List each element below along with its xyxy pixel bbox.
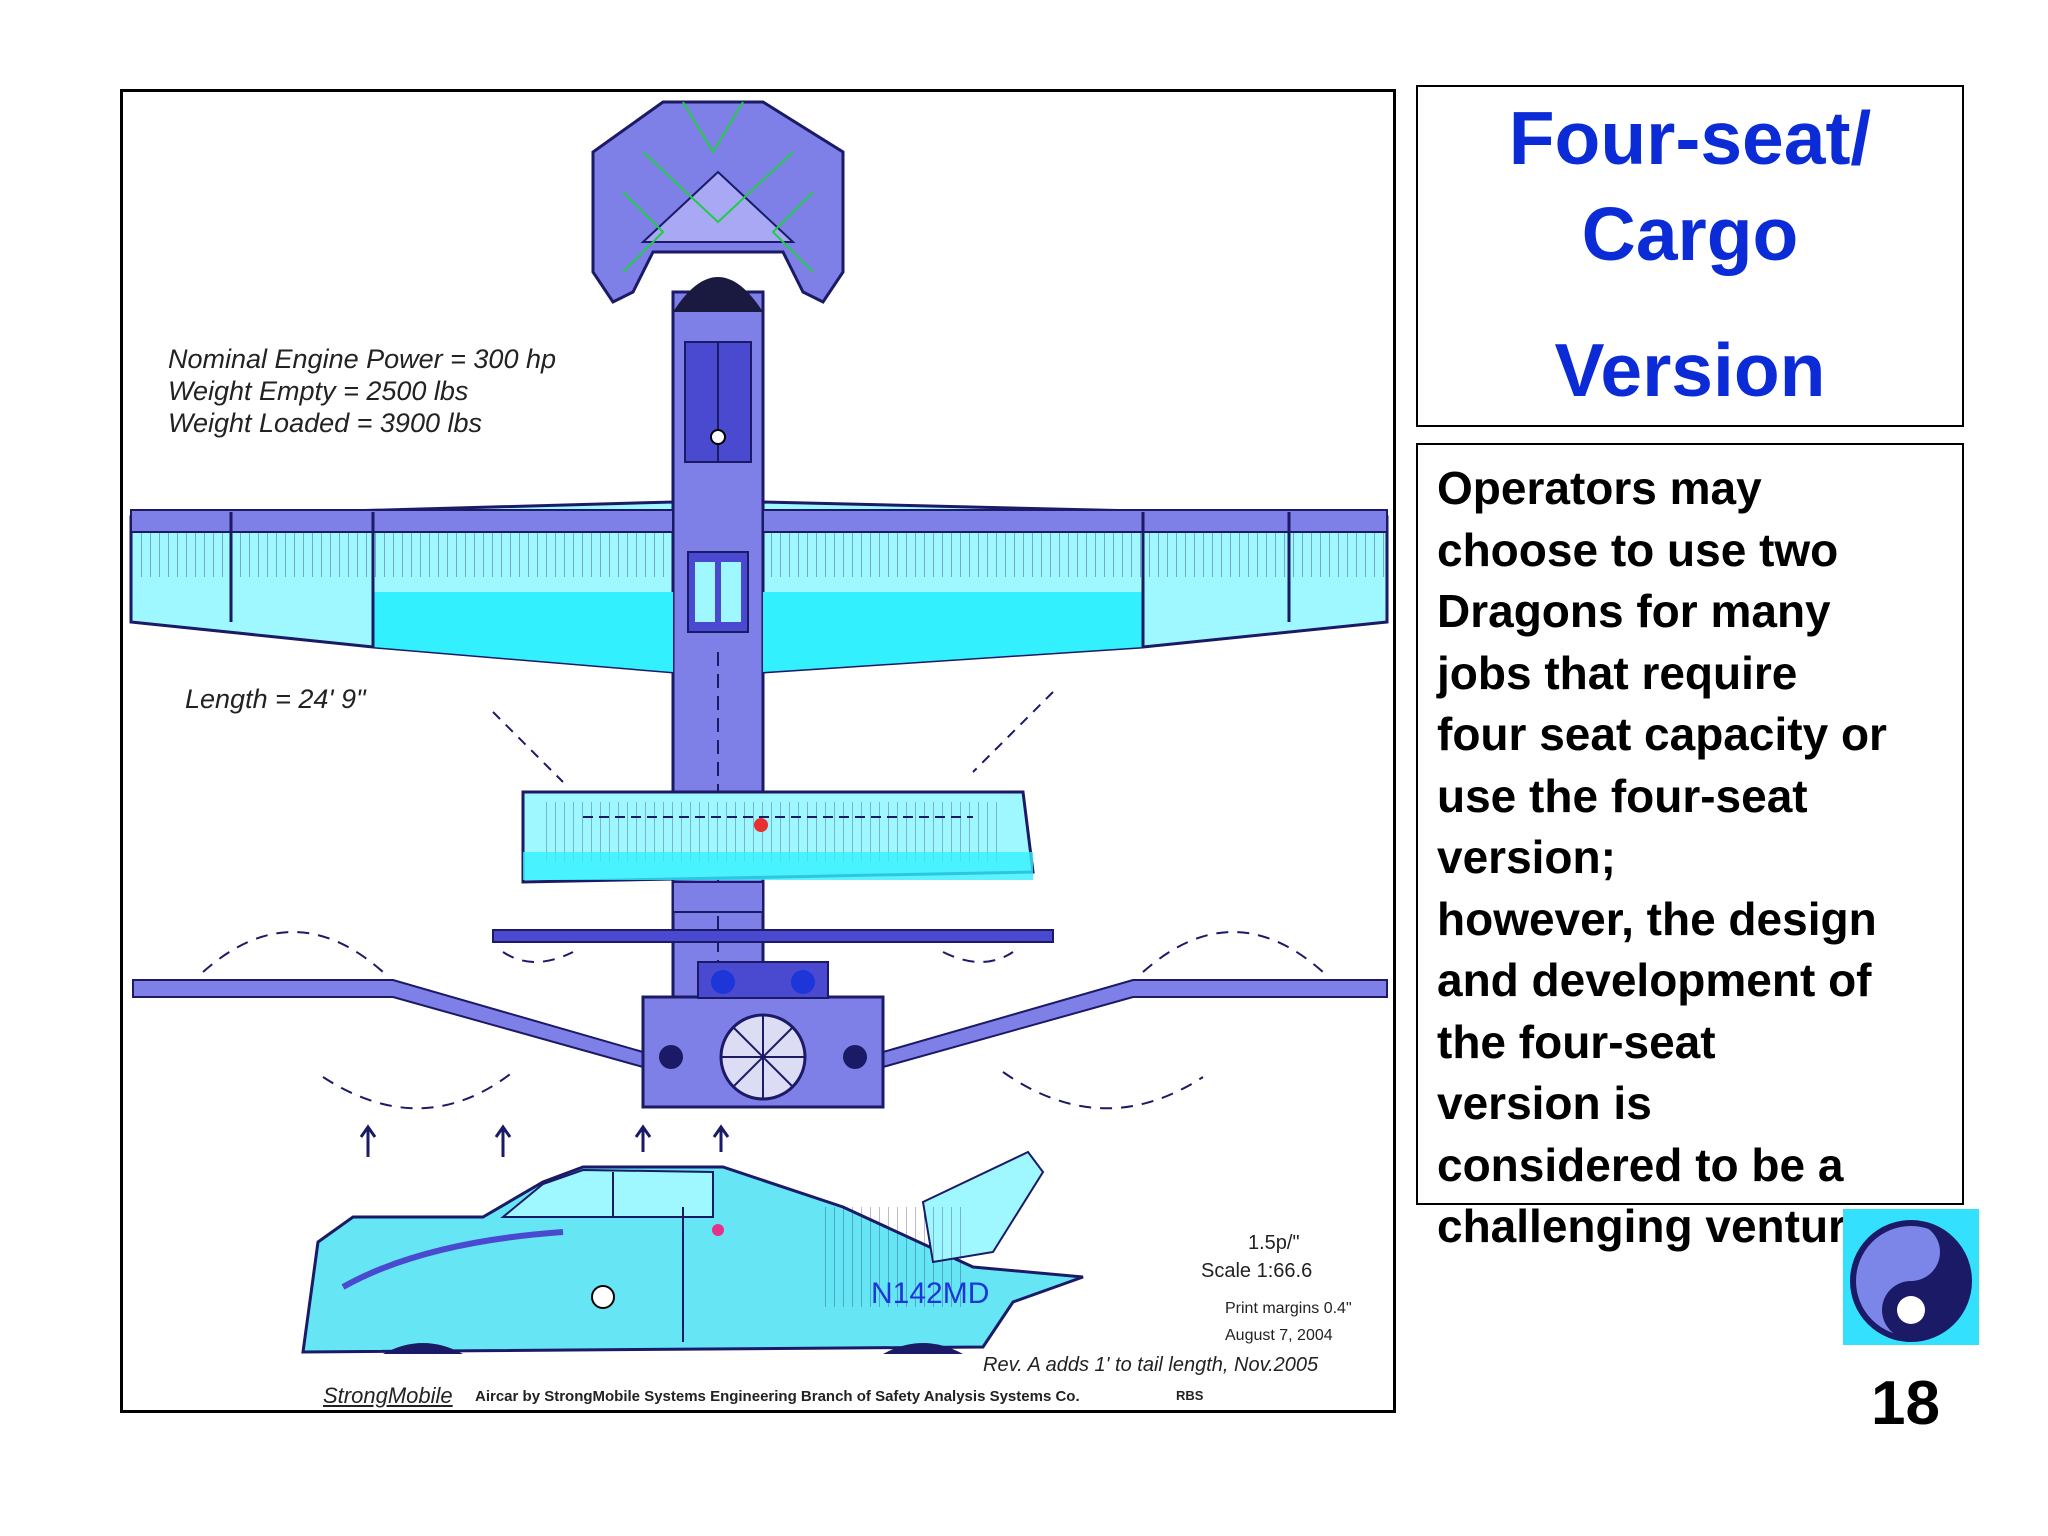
- yin-yang-icon: [1843, 1209, 1979, 1345]
- print-margins: Print margins 0.4": [1225, 1300, 1352, 1317]
- revision-note: Rev. A adds 1' to tail length, Nov.2005: [983, 1354, 1319, 1376]
- body-text-box: [1416, 443, 1964, 1205]
- front-view: [132, 929, 1388, 1157]
- drawing-date: August 7, 2004: [1225, 1327, 1333, 1344]
- body-text: Operators may choose to use two Dragons …: [1437, 462, 1887, 1252]
- slide-title-line-3: Version: [1554, 328, 1826, 412]
- tail-plane: [521, 790, 1035, 913]
- drawing-initials: RBS: [1176, 1388, 1204, 1403]
- slide-title-line-1: Four-seat/: [1508, 96, 1872, 180]
- brand-name: StrongMobile: [323, 1383, 453, 1408]
- scale-label: Scale 1:66.6: [1201, 1260, 1313, 1282]
- engine-power-spec: Nominal Engine Power = 300 hp: [168, 344, 556, 374]
- slide-title-box: Four-seat/ Cargo Version: [1416, 85, 1964, 427]
- registration-number: N142MD: [871, 1277, 990, 1310]
- top-view: [591, 100, 845, 1014]
- length-spec: Length = 24' 9": [185, 684, 366, 714]
- aircraft-drawing: Nominal Engine Power = 300 hp Weight Emp…: [120, 89, 1396, 1413]
- weight-loaded-spec: Weight Loaded = 3900 lbs: [168, 408, 482, 438]
- aircraft-schematic: [129, 100, 1389, 1354]
- credit-line: Aircar by StrongMobile Systems Engineeri…: [475, 1388, 1080, 1405]
- weight-empty-spec: Weight Empty = 2500 lbs: [168, 376, 469, 406]
- scale-ratio: 1.5p/": [1248, 1232, 1300, 1254]
- slide-title-line-2: Cargo: [1581, 192, 1799, 276]
- page-number: 18: [1871, 1369, 1940, 1438]
- main-wing: [129, 500, 1389, 674]
- side-view: [301, 1150, 1084, 1354]
